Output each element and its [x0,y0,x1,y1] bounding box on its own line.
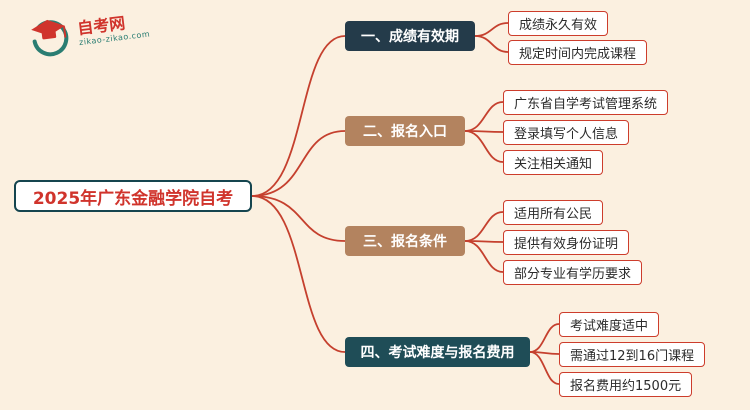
connector-b4-leaf3 [529,351,560,385]
leaf-item: 适用所有公民 [503,200,604,225]
leaf-item: 成绩永久有效 [508,11,609,36]
branch-node-difficulty-and-fees: 四、考试难度与报名费用 [345,337,530,367]
leaf-item: 广东省自学考试管理系统 [503,90,669,115]
leaf-item: 报名费用约1500元 [559,372,693,397]
site-logo: 自考网 zikao-zikao.com [23,1,152,66]
leaf-item: 登录填写个人信息 [503,120,630,145]
branch-node-score-validity: 一、成绩有效期 [345,21,475,51]
connector-b3-leaf2 [464,240,504,243]
leaf-item: 考试难度适中 [559,312,660,337]
main-topic-node: 2025年广东金融学院自考 [14,180,252,212]
logo-text: 自考网 zikao-zikao.com [76,11,150,48]
leaf-item: 提供有效身份证明 [503,230,630,255]
connector-main-branch3 [251,195,346,242]
connector-b1-leaf1 [474,22,509,37]
branch-node-registration-portal: 二、报名入口 [345,116,465,146]
connector-b4-leaf1 [529,323,560,353]
connector-b1-leaf2 [474,35,509,53]
leaf-item: 规定时间内完成课程 [508,40,648,65]
connector-main-branch1 [251,35,346,197]
connector-b2-leaf3 [464,130,504,163]
connector-main-branch4 [251,195,346,353]
graduation-cap-icon [23,10,75,65]
connector-main-branch2 [251,130,346,197]
branch-node-registration-requirements: 三、报名条件 [345,226,465,256]
leaf-item: 关注相关通知 [503,150,604,175]
leaf-item: 部分专业有学历要求 [503,260,643,285]
connector-b3-leaf1 [464,211,504,242]
connector-b4-leaf2 [529,351,560,355]
leaf-item: 需通过12到16门课程 [559,342,706,367]
connector-b2-leaf2 [464,130,504,133]
connector-b2-leaf1 [464,101,504,132]
connector-b3-leaf3 [464,240,504,273]
